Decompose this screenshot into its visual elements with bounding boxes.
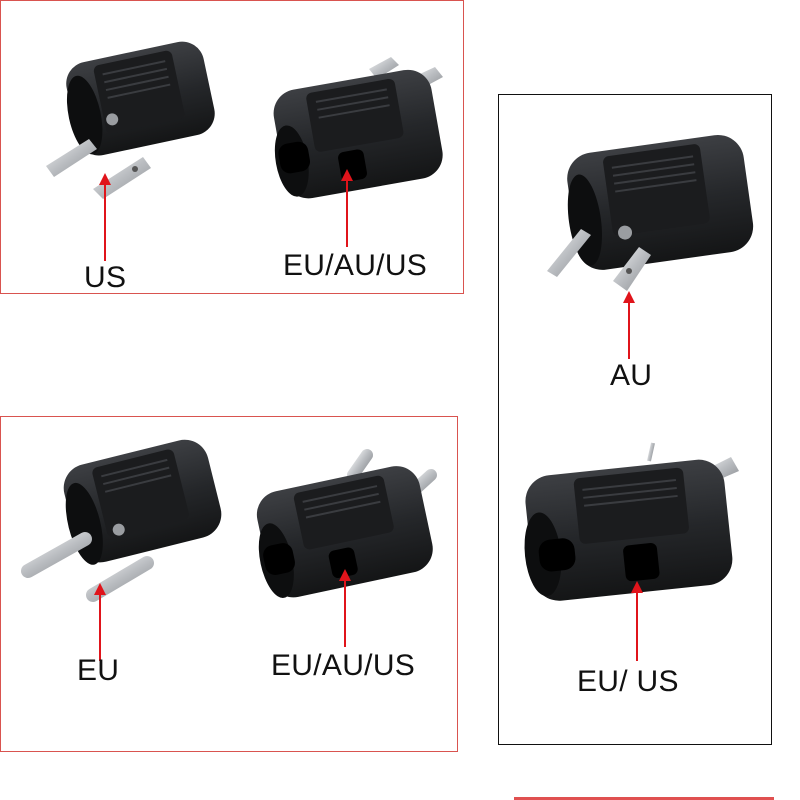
eu-plug-arrow — [94, 583, 106, 661]
right-panel: AU EU/ US — [498, 94, 772, 745]
eu-plug-image — [21, 439, 222, 602]
top-left-panel: US EU/AU/US — [0, 0, 464, 294]
eu-plug-label: EU — [77, 654, 120, 687]
bottom-red-line — [514, 797, 774, 800]
socket-label-top-left: EU/AU/US — [283, 249, 428, 282]
au-plug-image — [547, 134, 754, 291]
socket-adapter-image — [273, 57, 443, 199]
us-plug-image — [46, 41, 215, 199]
socket-arrow-right — [631, 581, 643, 661]
bottom-left-panel: EU EU/AU/US — [0, 416, 458, 752]
socket-label-bottom-left: EU/AU/US — [271, 649, 416, 682]
au-plug-label: AU — [610, 359, 653, 392]
au-plug-arrow — [623, 291, 635, 359]
socket-label-right: EU/ US — [577, 665, 679, 698]
socket-adapter-image — [524, 442, 739, 601]
socket-adapter-image — [256, 449, 437, 598]
socket-arrow-top — [341, 169, 353, 247]
us-plug-label: US — [84, 261, 127, 294]
us-plug-arrow — [99, 173, 111, 261]
socket-arrow-bottom-left — [339, 569, 351, 647]
